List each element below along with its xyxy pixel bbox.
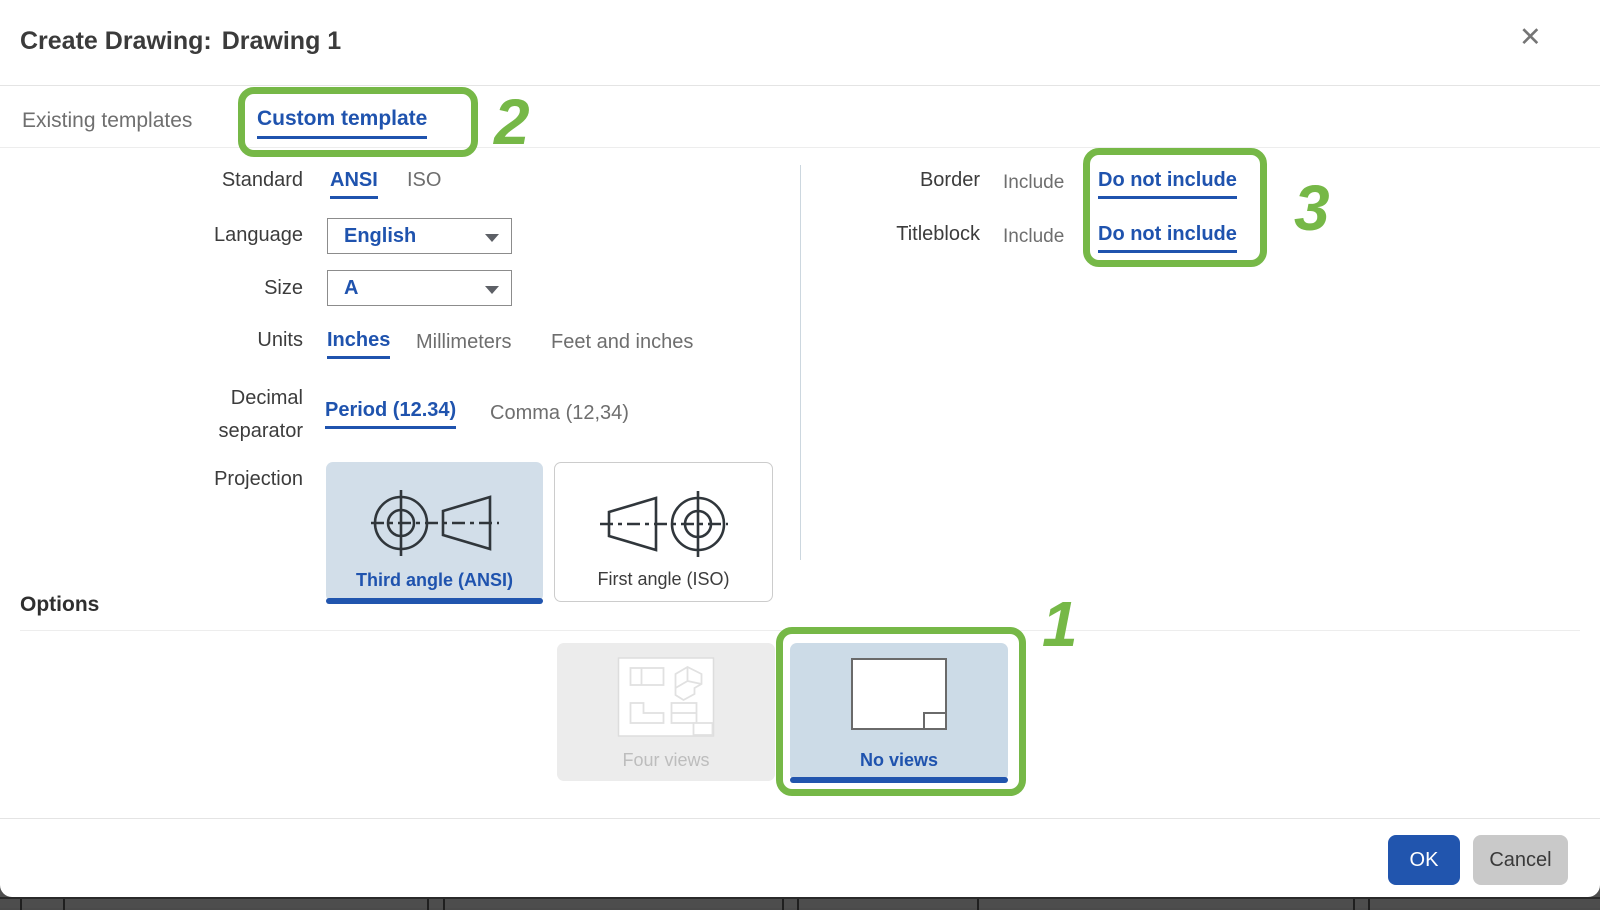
first-angle-label: First angle (ISO) <box>597 569 730 589</box>
header-divider <box>0 85 1600 86</box>
footer-divider <box>0 818 1600 819</box>
options-divider <box>20 630 1580 631</box>
size-selected-value: A <box>344 276 359 299</box>
chevron-down-icon <box>485 286 499 294</box>
strip-divider <box>797 899 799 910</box>
third-angle-projection-icon <box>370 490 499 556</box>
strip-divider <box>443 899 445 910</box>
size-label: Size <box>264 277 303 299</box>
strip-divider <box>20 899 22 910</box>
border-label: Border <box>919 169 980 191</box>
strip-divider <box>977 899 979 910</box>
options-heading: Options <box>20 593 100 616</box>
units-option-millimeters[interactable]: Millimeters <box>416 331 512 353</box>
column-divider <box>800 165 801 560</box>
annotation-number-1: 1 <box>1042 588 1078 660</box>
decimal-option-period[interactable]: Period (12.34) <box>325 399 457 429</box>
strip-divider <box>63 899 65 910</box>
selected-indicator-bar <box>790 777 1008 783</box>
units-option-inches[interactable]: Inches <box>327 329 391 359</box>
language-select[interactable]: English <box>327 218 512 254</box>
cancel-button[interactable]: Cancel <box>1473 835 1568 885</box>
no-views-label: No views <box>859 750 939 770</box>
decimal-label-line2: separator <box>218 420 304 442</box>
selected-indicator-bar <box>326 598 543 604</box>
projection-card-first-angle[interactable]: First angle (ISO) <box>554 462 773 602</box>
four-views-label: Four views <box>622 750 710 770</box>
decimal-label-line1: Decimal <box>230 387 303 409</box>
four-views-icon <box>617 657 715 737</box>
view-card-four-views: Four views <box>557 643 775 781</box>
units-label: Units <box>257 329 303 351</box>
background-app-strip <box>0 897 1600 910</box>
annotation-number-2: 2 <box>494 86 530 158</box>
titleblock-label: Titleblock <box>896 223 980 245</box>
border-option-do-not-include[interactable]: Do not include <box>1098 169 1237 199</box>
tab-existing-templates[interactable]: Existing templates <box>22 109 193 132</box>
projection-card-third-angle[interactable]: Third angle (ANSI) <box>326 462 543 604</box>
chevron-down-icon <box>485 234 499 242</box>
view-card-no-views[interactable]: No views <box>790 643 1008 783</box>
annotation-number-3: 3 <box>1294 172 1330 244</box>
standard-option-ansi[interactable]: ANSI <box>330 169 378 199</box>
close-icon[interactable]: ✕ <box>1519 22 1542 52</box>
size-select[interactable]: A <box>327 270 512 306</box>
tabs-divider <box>0 147 1600 148</box>
first-angle-projection-icon <box>599 491 728 557</box>
titleblock-corner-icon <box>923 712 947 730</box>
language-label: Language <box>214 224 303 246</box>
language-selected-value: English <box>344 224 417 247</box>
dialog-title-prefix: Create Drawing: <box>20 27 212 55</box>
standard-label: Standard <box>221 169 303 191</box>
dialog-title: Create Drawing: Drawing 1 <box>20 27 341 56</box>
dialog-title-name: Drawing 1 <box>221 27 342 55</box>
units-option-feet-and-inches[interactable]: Feet and inches <box>551 331 694 353</box>
decimal-separator-label: Decimal separator <box>20 382 304 448</box>
projection-label: Projection <box>214 468 303 490</box>
third-angle-label: Third angle (ANSI) <box>356 570 513 590</box>
border-option-include[interactable]: Include <box>1003 172 1065 193</box>
standard-option-iso[interactable]: ISO <box>407 169 442 191</box>
tab-custom-template[interactable]: Custom template <box>257 107 428 139</box>
ok-button[interactable]: OK <box>1388 835 1460 885</box>
no-views-icon <box>851 658 947 730</box>
titleblock-option-do-not-include[interactable]: Do not include <box>1098 223 1237 253</box>
strip-divider <box>1368 899 1370 910</box>
titleblock-option-include[interactable]: Include <box>1003 226 1065 247</box>
decimal-option-comma[interactable]: Comma (12,34) <box>490 402 629 424</box>
strip-divider <box>427 899 429 910</box>
strip-divider <box>782 899 784 910</box>
strip-divider <box>1353 899 1355 910</box>
